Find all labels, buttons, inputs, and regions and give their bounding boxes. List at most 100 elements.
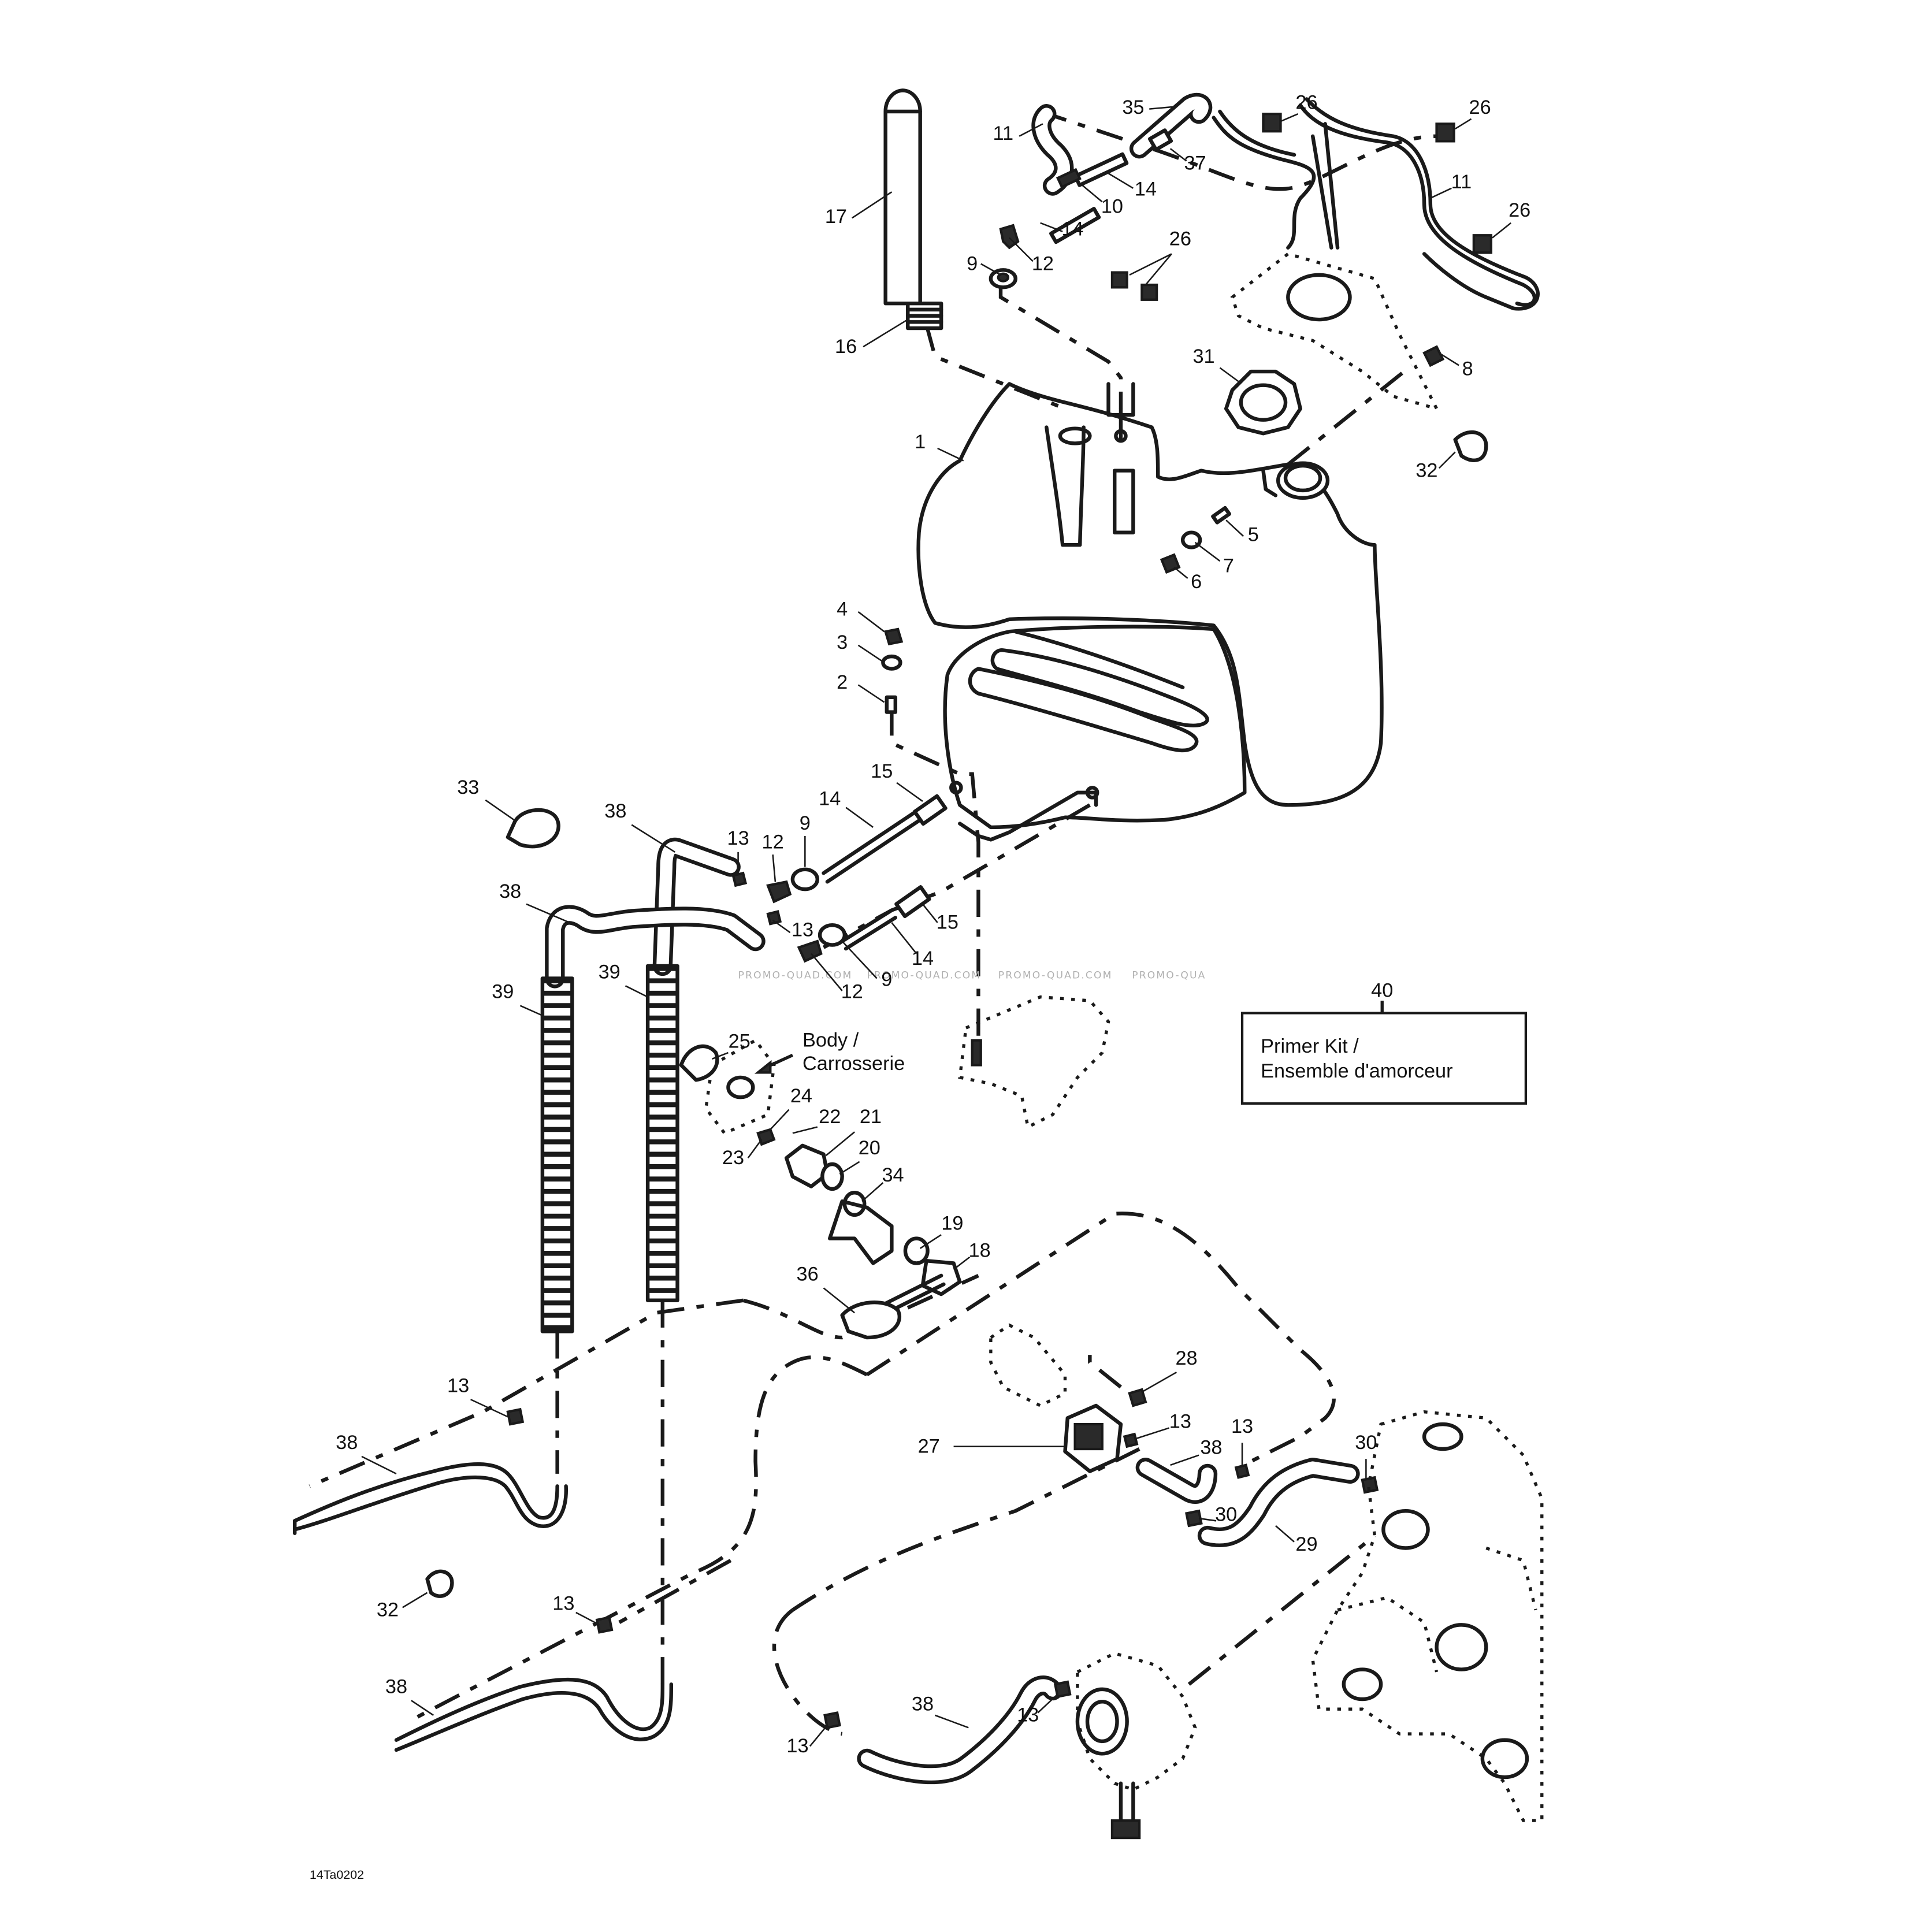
callout-leader <box>485 799 515 821</box>
callout-leader <box>1492 222 1511 239</box>
callout-24: 24 <box>790 1085 812 1107</box>
callout-leader <box>953 1256 971 1270</box>
callout-leader <box>861 1182 884 1202</box>
callout-4: 4 <box>837 598 848 620</box>
callout-25: 25 <box>729 1030 750 1052</box>
callout-leader <box>1280 113 1298 122</box>
callout-leader <box>1037 1693 1058 1714</box>
fuel-pump <box>989 1323 1379 1547</box>
callout-27: 27 <box>918 1435 940 1457</box>
callout-leader <box>811 953 843 991</box>
primer-kit-line-1: Primer Kit / <box>1261 1035 1359 1057</box>
callout-30: 30 <box>1215 1503 1237 1525</box>
callout-leader <box>1430 187 1452 199</box>
callout-leader <box>809 1725 828 1747</box>
callout-leader <box>891 922 917 954</box>
callout-leader <box>1455 118 1472 130</box>
callout-38: 38 <box>499 880 521 902</box>
callout-leader <box>1141 1371 1177 1393</box>
callout-leader <box>1079 183 1103 203</box>
callout-28: 28 <box>1175 1347 1197 1369</box>
callout-31: 31 <box>1192 345 1214 367</box>
callout-leader <box>361 1455 397 1475</box>
callout-leader <box>770 1109 790 1130</box>
watermark-1: PROMO-QUAD.COM <box>738 969 853 981</box>
carburetor <box>823 1651 1197 1840</box>
callout-leader <box>575 1611 600 1626</box>
callout-leader <box>852 191 893 219</box>
callout-leader <box>823 1287 855 1314</box>
callout-leader <box>631 824 675 853</box>
callout-26: 26 <box>1509 199 1530 221</box>
vent-hose-assembly <box>989 92 1540 311</box>
callout-38: 38 <box>1200 1437 1222 1459</box>
callout-8: 8 <box>1462 358 1473 380</box>
callout-9: 9 <box>967 252 978 274</box>
callout-26: 26 <box>1295 92 1317 114</box>
fuel-tank <box>916 382 1384 842</box>
callout-leader <box>1438 451 1456 469</box>
callout-14: 14 <box>1061 218 1083 240</box>
callout-13: 13 <box>552 1593 574 1615</box>
callout-leader <box>1149 106 1177 110</box>
primer-assembly <box>679 1038 962 1340</box>
primer-kit-line-2: Ensemble d'amorceur <box>1261 1060 1452 1082</box>
callout-7: 7 <box>1223 555 1234 577</box>
callout-leader <box>1219 367 1239 382</box>
watermark-2: PROMO-QUAD.COM <box>867 969 982 981</box>
callout-22: 22 <box>819 1106 841 1128</box>
callout-13: 13 <box>447 1374 469 1396</box>
callout-13: 13 <box>727 827 749 849</box>
callout-leader <box>896 782 923 802</box>
callout-3: 3 <box>837 631 848 653</box>
watermark: PROMO-QUAD.COM PROMO-QUAD.COM PROMO-QUAD… <box>738 969 1206 981</box>
callout-leader <box>863 318 908 348</box>
callout-leader <box>625 985 648 998</box>
callout-leader <box>919 1234 942 1249</box>
fuel-cap <box>1224 369 1302 436</box>
callout-38: 38 <box>604 800 626 822</box>
watermark-4: PROMO-QUA <box>1132 969 1206 981</box>
body-label-line-2: Carrosserie <box>802 1053 905 1075</box>
primer-kit-number: 40 <box>1371 980 1393 1002</box>
callout-leader <box>772 919 791 934</box>
body-label: Body / Carrosserie <box>754 1029 905 1075</box>
callout-15: 15 <box>871 760 893 782</box>
callout-20: 20 <box>859 1137 880 1159</box>
callout-2: 2 <box>837 671 848 693</box>
protective-coils <box>540 964 679 1333</box>
callout-leader <box>1170 1454 1199 1466</box>
callout-leader <box>410 1700 434 1716</box>
callout-leaders <box>361 106 1511 1747</box>
callout-26: 26 <box>1169 228 1191 250</box>
callout-26: 26 <box>1169 228 1191 250</box>
clamp-32-top <box>1453 430 1488 462</box>
callout-leader <box>1173 566 1188 579</box>
callout-leader <box>857 611 885 633</box>
callout-5: 5 <box>1248 524 1259 546</box>
callout-18: 18 <box>969 1240 991 1262</box>
callout-10: 10 <box>1101 196 1123 218</box>
callout-leader <box>470 1399 508 1418</box>
callout-12: 12 <box>841 981 863 1003</box>
clips <box>1110 113 1493 301</box>
callout-leader <box>934 1714 969 1729</box>
callout-leader <box>526 903 570 924</box>
callout-11: 11 <box>1451 171 1472 193</box>
callout-leader <box>1194 541 1221 562</box>
callout-leader <box>1019 123 1043 137</box>
callout-34: 34 <box>882 1164 904 1186</box>
fuel-lines-mid <box>731 794 948 963</box>
callout-leader <box>792 1126 818 1134</box>
callout-leader <box>839 1161 860 1175</box>
callout-leader <box>1145 253 1172 285</box>
callout-leader <box>922 904 938 923</box>
callout-29: 29 <box>1295 1533 1317 1555</box>
callout-leader <box>519 1005 543 1016</box>
assembly-guide-lines <box>309 109 1437 1736</box>
callout-leader <box>937 447 964 462</box>
callout-26: 26 <box>1469 96 1491 118</box>
callout-9: 9 <box>800 812 811 834</box>
